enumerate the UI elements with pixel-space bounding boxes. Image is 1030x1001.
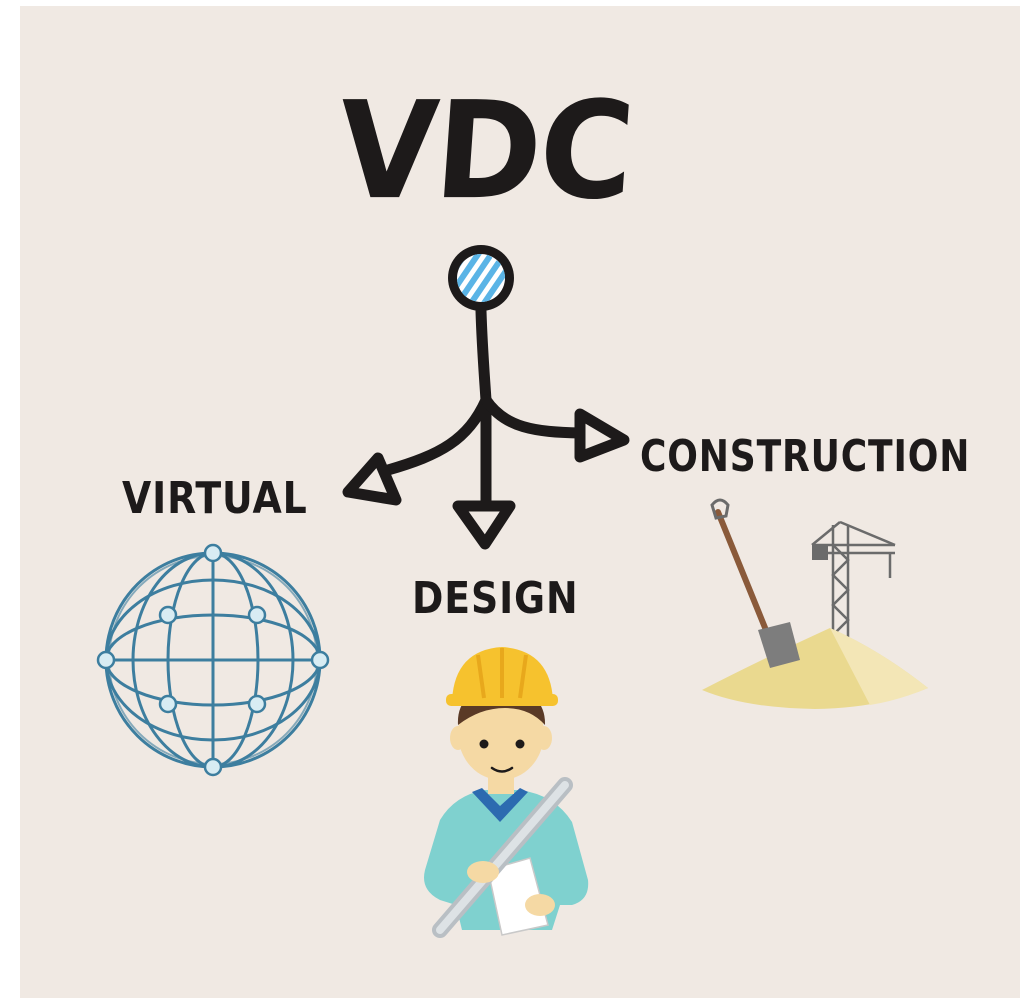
diagram-title: VDC bbox=[332, 73, 638, 230]
globe-icon bbox=[96, 543, 330, 777]
construction-site-icon bbox=[702, 498, 928, 709]
branch-connectors bbox=[382, 305, 586, 514]
arrowheads bbox=[342, 408, 630, 550]
engineer-icon bbox=[424, 647, 589, 938]
virtual-connector bbox=[382, 394, 492, 476]
construction-arrowhead bbox=[574, 408, 630, 463]
construction-connector bbox=[480, 394, 586, 439]
design-arrowhead bbox=[452, 500, 516, 550]
branch-label-design: DESIGN bbox=[412, 573, 579, 624]
branch-label-virtual: VIRTUAL bbox=[122, 473, 308, 524]
crane-icon bbox=[811, 520, 896, 640]
root-node-icon bbox=[448, 245, 514, 311]
virtual-arrowhead bbox=[342, 452, 402, 506]
branch-label-construction: CONSTRUCTION bbox=[640, 431, 971, 482]
